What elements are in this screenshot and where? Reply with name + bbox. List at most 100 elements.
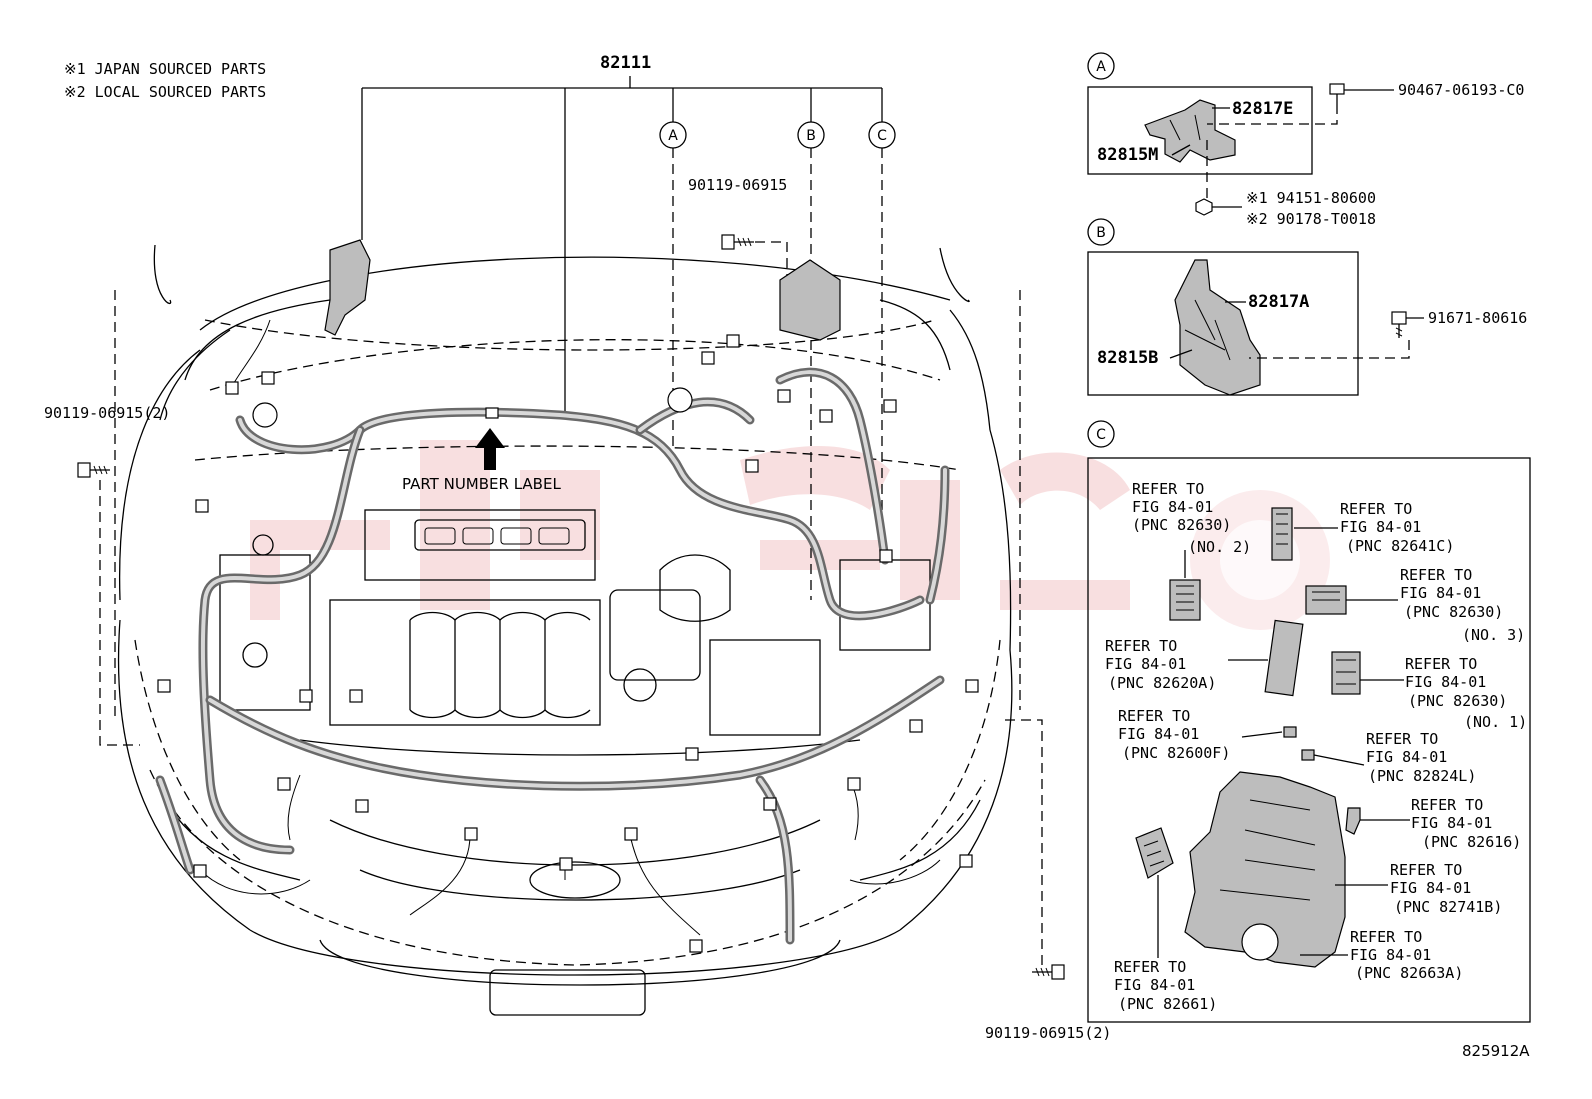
ref-82741b[interactable]: REFER TO FIG 84-01 (PNC 82741B)	[1390, 861, 1502, 916]
svg-text:FIG 84-01: FIG 84-01	[1350, 946, 1431, 964]
svg-text:(PNC 82630): (PNC 82630)	[1408, 692, 1507, 710]
svg-text:FIG 84-01: FIG 84-01	[1366, 748, 1447, 766]
detail-b-box	[1087, 251, 1359, 396]
detail-a-screw-part[interactable]: 90467-06193-C0	[1398, 81, 1524, 99]
vehicle-body-outline	[114, 244, 1021, 1016]
main-part-number[interactable]: 82111	[600, 53, 651, 73]
svg-text:REFER TO: REFER TO	[1350, 928, 1422, 946]
ref-82661[interactable]: REFER TO FIG 84-01 (PNC 82661)	[1114, 958, 1217, 1013]
svg-text:A: A	[1096, 59, 1106, 75]
ref-82630-no1[interactable]: REFER TO FIG 84-01 (PNC 82630) (NO. 1)	[1405, 655, 1527, 731]
svg-text:REFER TO: REFER TO	[1366, 730, 1438, 748]
module-82620a	[1264, 619, 1304, 697]
ref-82616[interactable]: REFER TO FIG 84-01 (PNC 82616)	[1411, 796, 1521, 851]
bolt-bottom-part-number[interactable]: 90119-06915(2)	[985, 1024, 1111, 1042]
detail-b-part-82817a[interactable]: 82817A	[1248, 292, 1309, 312]
detail-a-box	[1087, 86, 1313, 175]
harness-bracket-right	[779, 259, 841, 341]
svg-text:REFER TO: REFER TO	[1118, 707, 1190, 725]
grommet	[252, 387, 693, 428]
note-local-sourced: ※2 LOCAL SOURCED PARTS	[64, 83, 266, 101]
svg-text:(PNC 82616): (PNC 82616)	[1422, 833, 1521, 851]
svg-text:(PNC 82824L): (PNC 82824L)	[1368, 767, 1476, 785]
ref-82641c[interactable]: REFER TO FIG 84-01 (PNC 82641C)	[1340, 500, 1454, 555]
detail-a-nut-icon	[1195, 140, 1242, 216]
bolt-bottom-icon	[1002, 719, 1065, 980]
detail-b-screw-icon	[1249, 311, 1424, 359]
engine-block	[219, 509, 931, 756]
ref-82620a[interactable]: REFER TO FIG 84-01 (PNC 82620A)	[1105, 637, 1216, 692]
figure-id: 825912A	[1462, 1042, 1530, 1060]
svg-text:REFER TO: REFER TO	[1405, 655, 1477, 673]
note-japan-sourced: ※1 JAPAN SOURCED PARTS	[64, 60, 266, 78]
detail-a-callout: A	[1087, 52, 1115, 80]
detail-a-part-82817e[interactable]: 82817E	[1232, 99, 1293, 119]
svg-text:(NO. 1): (NO. 1)	[1464, 713, 1527, 731]
svg-text:(PNC 82630): (PNC 82630)	[1132, 516, 1231, 534]
callout-b[interactable]: B	[797, 121, 825, 149]
detail-c-leaders	[1157, 527, 1410, 958]
svg-text:B: B	[1096, 225, 1106, 241]
detail-a-nut-local[interactable]: ※2 90178-T0018	[1246, 210, 1376, 228]
callout-dashes	[672, 148, 883, 600]
svg-text:(PNC 82663A): (PNC 82663A)	[1355, 964, 1463, 982]
part-number-label-caption: PART NUMBER LABEL	[402, 475, 561, 493]
svg-text:FIG 84-01: FIG 84-01	[1132, 498, 1213, 516]
detail-a-leader-2	[1171, 144, 1191, 156]
detail-b-leader-2	[1169, 349, 1193, 359]
detail-a-part-82815m[interactable]: 82815M	[1097, 145, 1158, 165]
callout-c[interactable]: C	[868, 121, 896, 149]
relay-box-82661	[1135, 827, 1174, 879]
detail-c-callout: C	[1087, 420, 1115, 448]
junction-block-icon	[1184, 771, 1346, 968]
detail-b-screw-part[interactable]: 91671-80616	[1428, 309, 1527, 327]
detail-c-box	[1087, 457, 1531, 1023]
svg-text:REFER TO: REFER TO	[1400, 566, 1472, 584]
detail-a-nut-japan[interactable]: ※1 94151-80600	[1246, 189, 1376, 207]
svg-text:A: A	[668, 128, 678, 144]
connector-82641c	[1271, 507, 1293, 561]
svg-text:FIG 84-01: FIG 84-01	[1118, 725, 1199, 743]
svg-text:FIG 84-01: FIG 84-01	[1400, 584, 1481, 602]
ref-82663a[interactable]: REFER TO FIG 84-01 (PNC 82663A)	[1350, 928, 1463, 982]
svg-text:FIG 84-01: FIG 84-01	[1405, 673, 1486, 691]
detail-b-bracket-icon	[1174, 259, 1261, 396]
ref-82600f[interactable]: REFER TO FIG 84-01 (PNC 82600F)	[1118, 707, 1230, 762]
svg-text:REFER TO: REFER TO	[1390, 861, 1462, 879]
detail-a-screw-icon	[1207, 83, 1394, 125]
svg-text:B: B	[806, 128, 816, 144]
svg-text:(PNC 82641C): (PNC 82641C)	[1346, 537, 1454, 555]
svg-text:REFER TO: REFER TO	[1411, 796, 1483, 814]
svg-text:(PNC 82661): (PNC 82661)	[1118, 995, 1217, 1013]
svg-text:REFER TO: REFER TO	[1114, 958, 1186, 976]
wire-harness[interactable]	[155, 367, 950, 945]
svg-text:FIG 84-01: FIG 84-01	[1105, 655, 1186, 673]
callout-a[interactable]: A	[659, 121, 687, 149]
svg-text:(PNC 82600F): (PNC 82600F)	[1122, 744, 1230, 762]
svg-text:REFER TO: REFER TO	[1132, 480, 1204, 498]
fuse-82600f	[1283, 726, 1297, 738]
svg-text:FIG 84-01: FIG 84-01	[1114, 976, 1195, 994]
ref-82630-no2[interactable]: REFER TO FIG 84-01 (PNC 82630) (NO. 2)	[1132, 480, 1251, 556]
detail-a-bracket-icon	[1144, 99, 1236, 163]
relay-block-82630-no2	[1169, 579, 1201, 621]
detail-b-part-82815b[interactable]: 82815B	[1097, 348, 1158, 368]
bolt-left-part-number[interactable]: 90119-06915(2)	[44, 404, 170, 422]
svg-text:(NO. 2): (NO. 2)	[1188, 538, 1251, 556]
bolt-left-icon	[77, 462, 140, 746]
bolt-top-part-number[interactable]: 90119-06915	[688, 176, 787, 194]
main-leader-bracket	[361, 76, 883, 415]
svg-text:C: C	[1096, 427, 1106, 443]
detail-b-callout: B	[1087, 218, 1115, 246]
fuse-82824l	[1301, 749, 1315, 761]
ref-82824l[interactable]: REFER TO FIG 84-01 (PNC 82824L)	[1366, 730, 1476, 785]
harness-connectors	[157, 334, 979, 953]
part-number-label-arrow-icon	[475, 428, 505, 470]
svg-text:(PNC 82741B): (PNC 82741B)	[1394, 898, 1502, 916]
relay-82630-no3	[1305, 585, 1347, 615]
harness-bracket-left	[324, 239, 371, 336]
ref-82630-no3[interactable]: REFER TO FIG 84-01 (PNC 82630) (NO. 3)	[1400, 566, 1525, 644]
svg-text:(PNC 82620A): (PNC 82620A)	[1108, 674, 1216, 692]
svg-text:(PNC 82630): (PNC 82630)	[1404, 603, 1503, 621]
